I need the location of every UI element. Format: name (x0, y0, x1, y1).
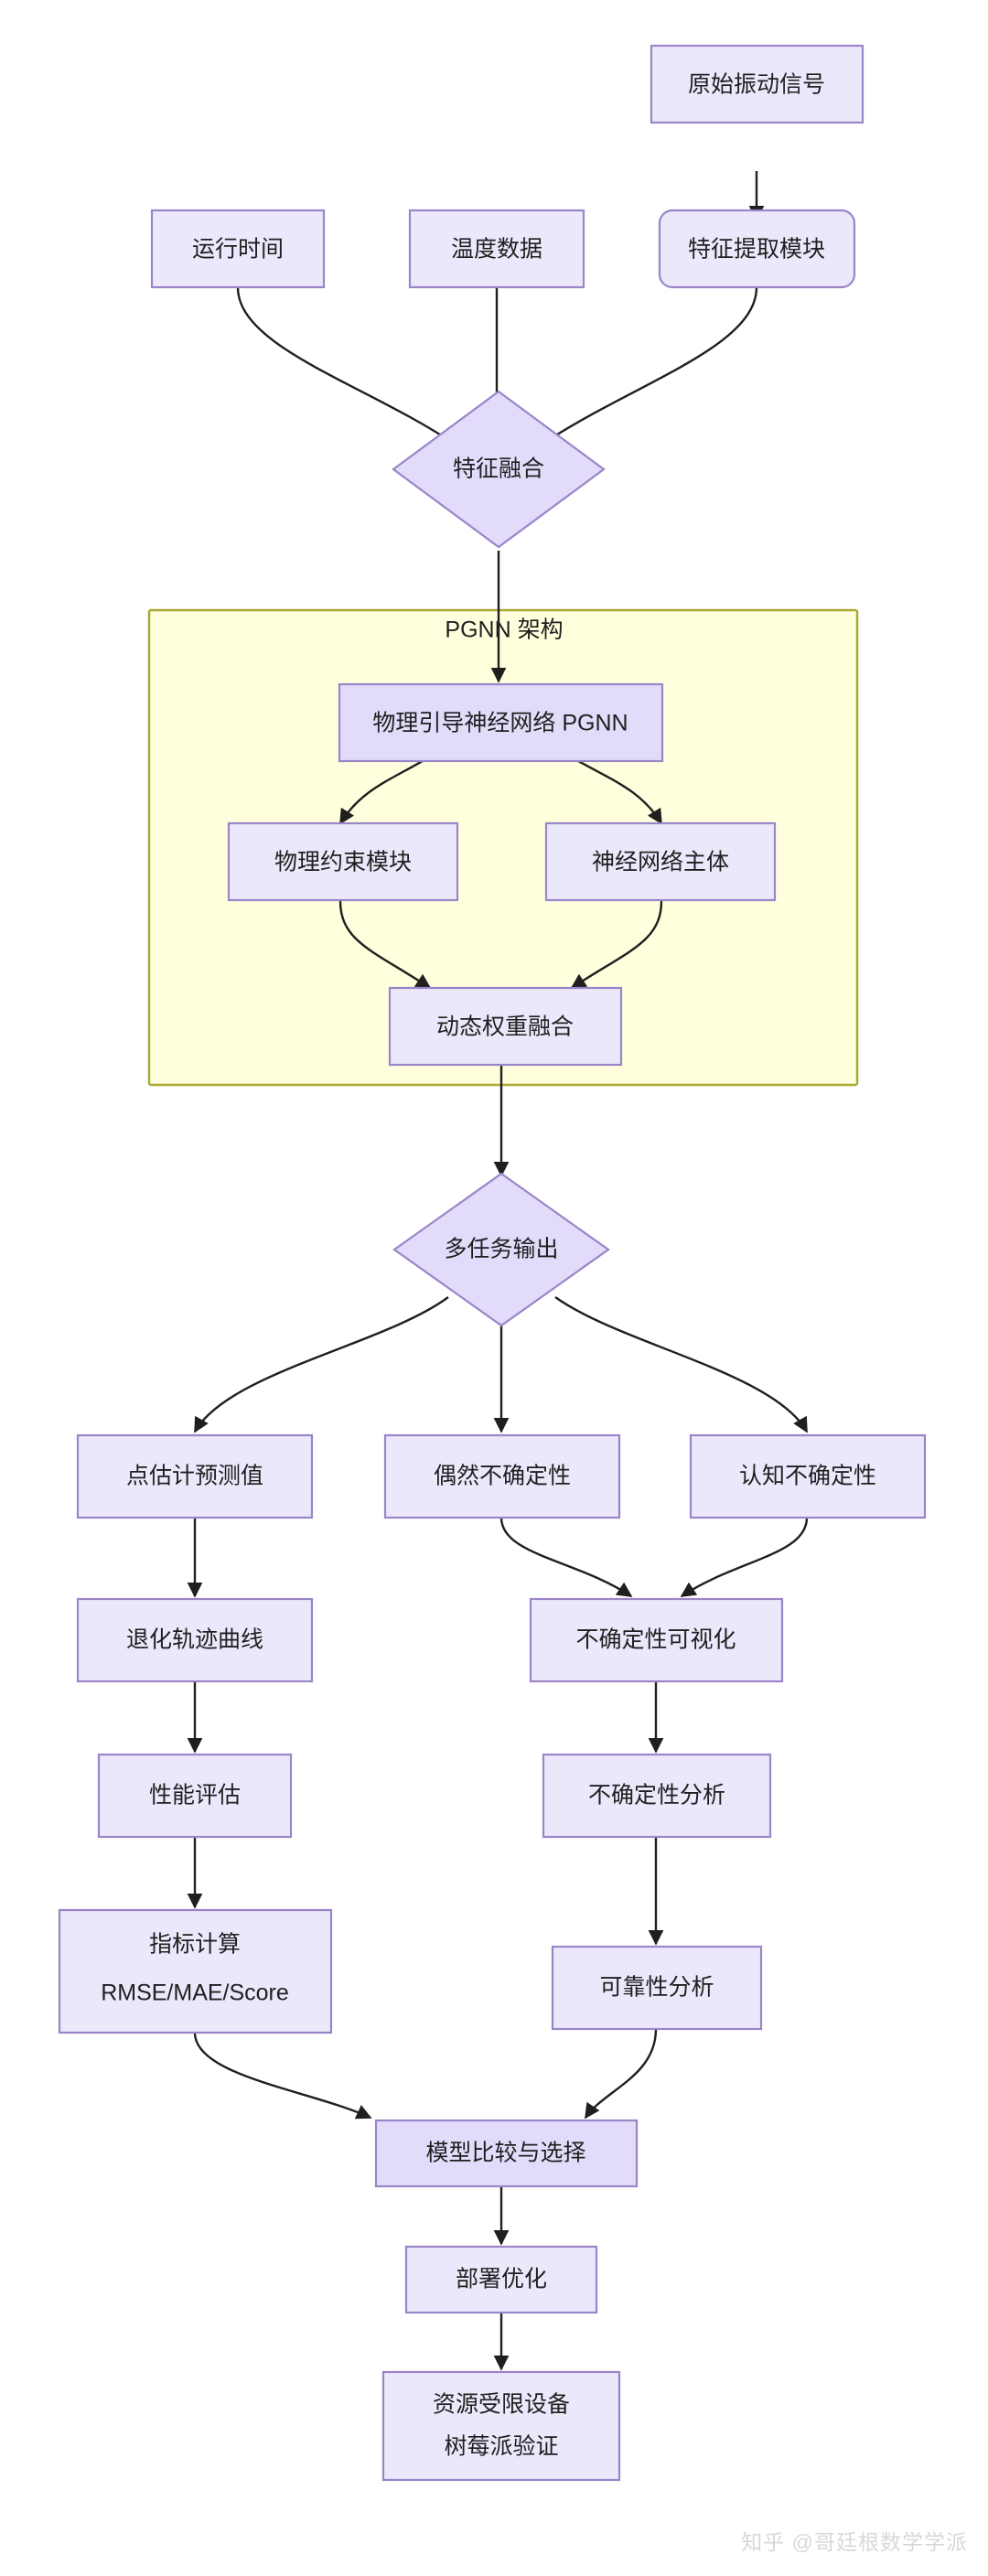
edge-runtime-to-feature-fusion (236, 286, 457, 445)
node-degradation-curve-label: 退化轨迹曲线 (126, 1627, 263, 1653)
node-point-estimate-box[interactable] (76, 1433, 314, 1519)
node-uncertainty-vis[interactable]: 不确定性可视化 (529, 1597, 784, 1683)
node-deploy-opt[interactable]: 部署优化 (404, 2245, 598, 2314)
node-physics-module-label: 物理约束模块 (274, 850, 412, 875)
node-uncertainty-analysis-label: 不确定性分析 (588, 1783, 725, 1809)
node-edge-device-label-line1: 资源受限设备 (433, 2392, 570, 2418)
node-uncertainty-vis-label: 不确定性可视化 (575, 1627, 736, 1653)
node-model-compare-label: 模型比较与选择 (425, 2141, 585, 2166)
cluster-label: PGNN 架构 (445, 617, 563, 643)
edge-physics-module-to-dynamic-weight (338, 900, 432, 989)
node-uncertainty-analysis-box[interactable] (542, 1753, 772, 1839)
node-feature-extract-label: 特征提取模块 (688, 237, 825, 263)
watermark: 知乎 @哥廷根数学学派 (741, 2530, 968, 2554)
node-aleatoric-box[interactable] (383, 1433, 621, 1519)
edge-epistemic-to-uncertainty-vis (680, 1517, 809, 1597)
node-multitask-output[interactable]: 多任务输出 (392, 1172, 610, 1327)
edge-multitask-to-epistemic (554, 1296, 809, 1433)
node-runtime-box[interactable] (150, 209, 326, 289)
node-degradation-curve[interactable]: 退化轨迹曲线 (76, 1597, 314, 1683)
node-aleatoric-label: 偶然不确定性 (434, 1464, 571, 1489)
node-aleatoric[interactable]: 偶然不确定性 (383, 1433, 621, 1519)
node-pgnn-label: 物理引导神经网络 PGNN (372, 711, 628, 736)
node-reliability[interactable]: 可靠性分析 (551, 1945, 763, 2031)
node-model-compare-box[interactable] (374, 2119, 639, 2188)
node-pgnn-box[interactable] (338, 682, 664, 763)
edge-multitask-to-point-estimate (193, 1296, 449, 1433)
node-temperature[interactable]: 温度数据 (408, 209, 585, 289)
node-multitask-output-shape[interactable] (392, 1172, 610, 1327)
node-deploy-opt-label: 部署优化 (456, 2267, 547, 2292)
node-feature-extract[interactable]: 特征提取模块 (658, 209, 856, 289)
edge-nn-body-to-dynamic-weight (570, 900, 663, 989)
node-physics-module-box[interactable] (227, 821, 459, 902)
node-degradation-curve-box[interactable] (76, 1597, 314, 1683)
node-nn-body-label: 神经网络主体 (592, 850, 729, 875)
node-feature-fusion-label: 特征融合 (453, 456, 544, 482)
node-metrics-calc-label-line2: RMSE/MAE/Score (101, 1980, 289, 2006)
node-raw-signal-label: 原始振动信号 (688, 72, 825, 98)
node-model-compare[interactable]: 模型比较与选择 (374, 2119, 639, 2188)
node-dynamic-weight-label: 动态权重融合 (436, 1014, 574, 1040)
node-pgnn[interactable]: 物理引导神经网络 PGNN (338, 682, 664, 763)
node-edge-device-label-line2: 树莓派验证 (444, 2434, 558, 2460)
node-metrics-calc[interactable]: 指标计算 RMSE/MAE/Score (58, 1908, 333, 2034)
node-metrics-calc-label-line1: 指标计算 (149, 1932, 241, 1958)
node-feature-fusion[interactable]: 特征融合 (392, 390, 606, 549)
node-epistemic-box[interactable] (689, 1433, 927, 1519)
node-uncertainty-vis-box[interactable] (529, 1597, 784, 1683)
node-multitask-output-label: 多任务输出 (444, 1237, 558, 1262)
node-perf-eval-box[interactable] (97, 1753, 293, 1839)
node-runtime-label: 运行时间 (192, 237, 284, 263)
node-perf-eval-label: 性能评估 (149, 1783, 241, 1809)
node-edge-device-box[interactable] (381, 2370, 621, 2482)
node-raw-signal-box[interactable] (650, 44, 864, 124)
edge-metrics-to-model-compare (193, 2032, 372, 2120)
node-reliability-label: 可靠性分析 (599, 1975, 714, 2001)
cluster-pgnn: PGNN 架构 (147, 608, 859, 1087)
node-edge-device[interactable]: 资源受限设备 树莓派验证 (381, 2370, 621, 2482)
node-metrics-calc-box[interactable] (58, 1908, 333, 2034)
node-feature-extract-box[interactable] (658, 209, 856, 289)
node-nn-body[interactable]: 神经网络主体 (544, 821, 777, 902)
node-point-estimate[interactable]: 点估计预测值 (76, 1433, 314, 1519)
node-point-estimate-label: 点估计预测值 (126, 1464, 263, 1489)
node-temperature-box[interactable] (408, 209, 585, 289)
node-epistemic[interactable]: 认知不确定性 (689, 1433, 927, 1519)
node-dynamic-weight[interactable]: 动态权重融合 (388, 986, 623, 1067)
cluster-background (147, 608, 859, 1087)
node-nn-body-box[interactable] (544, 821, 777, 902)
node-physics-module[interactable]: 物理约束模块 (227, 821, 459, 902)
node-uncertainty-analysis[interactable]: 不确定性分析 (542, 1753, 772, 1839)
node-raw-signal[interactable]: 原始振动信号 (650, 44, 864, 124)
node-perf-eval[interactable]: 性能评估 (97, 1753, 293, 1839)
node-reliability-box[interactable] (551, 1945, 763, 2031)
node-dynamic-weight-box[interactable] (388, 986, 623, 1067)
node-temperature-label: 温度数据 (451, 237, 542, 263)
node-epistemic-label: 认知不确定性 (739, 1464, 876, 1489)
edge-reliability-to-model-compare (585, 2028, 658, 2120)
node-deploy-opt-box[interactable] (404, 2245, 598, 2314)
edge-feature-extract-to-feature-fusion (540, 286, 758, 445)
edge-aleatoric-to-uncertainty-vis (499, 1517, 633, 1597)
node-feature-fusion-shape[interactable] (392, 390, 606, 549)
node-runtime[interactable]: 运行时间 (150, 209, 326, 289)
